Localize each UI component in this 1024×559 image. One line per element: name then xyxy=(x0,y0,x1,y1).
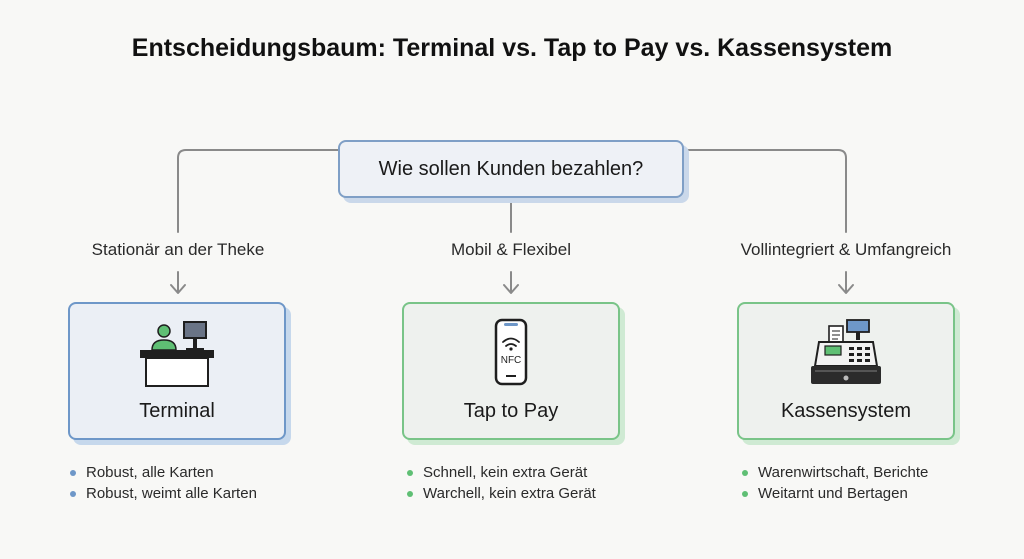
bullet-list-tap-to-pay: Schnell, kein extra Gerät Warchell, kein… xyxy=(407,462,596,504)
list-item: Warchell, kein extra Gerät xyxy=(407,483,596,504)
nfc-icon-text: NFC xyxy=(501,355,522,366)
branch-label-integrated: Vollintegriert & Umfangreich xyxy=(740,240,952,259)
option-card-tap-to-pay: NFC Tap to Pay xyxy=(402,302,620,440)
connector-left xyxy=(177,149,339,233)
option-card-terminal: Terminal xyxy=(68,302,286,440)
arrow-center-icon xyxy=(503,271,519,294)
branch-label-stationary: Stationär an der Theke xyxy=(91,240,265,259)
list-item: Schnell, kein extra Gerät xyxy=(407,462,596,483)
bullet-dot-icon xyxy=(742,490,748,497)
root-question-box: Wie sollen Kunden bezahlen? xyxy=(338,140,684,198)
bullet-dot-icon xyxy=(70,469,76,476)
arrow-right-icon xyxy=(838,271,854,294)
branch-label-mobile: Mobil & Flexibel xyxy=(451,240,571,259)
list-item: Robust, weimt alle Karten xyxy=(70,483,257,504)
list-item: Robust, alle Karten xyxy=(70,462,257,483)
option-label-kassensystem: Kassensystem xyxy=(780,400,912,422)
list-item: Warenwirtschaft, Berichte xyxy=(742,462,928,483)
diagram-title: Entscheidungsbaum: Terminal vs. Tap to P… xyxy=(131,34,893,62)
bullet-dot-icon xyxy=(742,469,748,476)
arrow-left-icon xyxy=(170,271,186,294)
connector-right xyxy=(683,149,847,233)
bullet-dot-icon xyxy=(407,490,413,497)
cash-register-icon xyxy=(811,319,881,384)
bullet-list-kassensystem: Warenwirtschaft, Berichte Weitarnt und B… xyxy=(742,462,928,504)
bullet-dot-icon xyxy=(407,469,413,476)
counter-terminal-icon xyxy=(140,321,214,387)
list-item: Weitarnt und Bertagen xyxy=(742,483,928,504)
option-label-terminal: Terminal xyxy=(139,400,215,422)
bullet-dot-icon xyxy=(70,490,76,497)
nfc-phone-icon: NFC xyxy=(494,318,528,386)
bullet-list-terminal: Robust, alle Karten Robust, weimt alle K… xyxy=(70,462,257,504)
option-label-tap-to-pay: Tap to Pay xyxy=(463,400,559,422)
option-card-kassensystem: Kassensystem xyxy=(737,302,955,440)
